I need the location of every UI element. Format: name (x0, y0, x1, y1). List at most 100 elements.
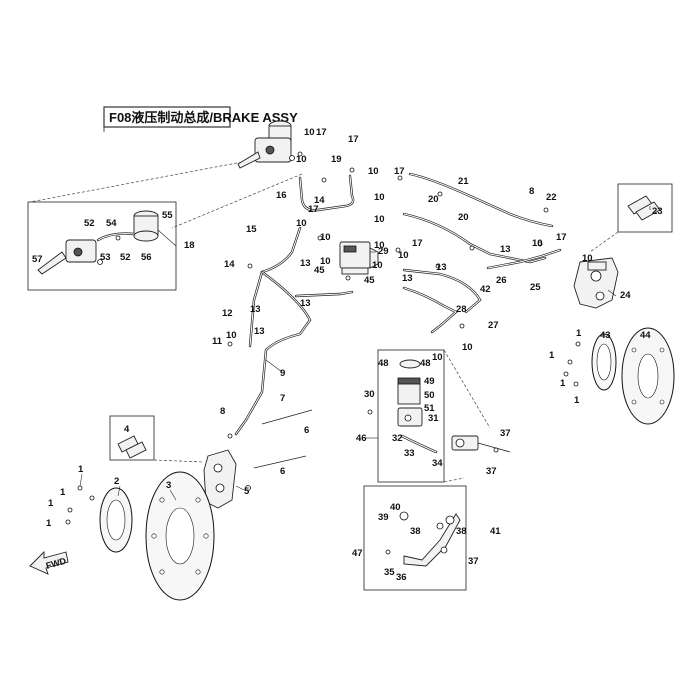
forward-direction-arrow: FWD (29, 550, 69, 575)
callout-14: 14 (224, 259, 235, 270)
callout-13: 13 (254, 326, 265, 337)
callout-17: 17 (556, 232, 567, 243)
callout-10: 10 (398, 250, 409, 261)
callout-38: 38 (456, 526, 467, 537)
callout-34: 34 (432, 458, 443, 469)
callout-36: 36 (396, 572, 407, 583)
callout-13: 13 (300, 258, 311, 269)
callout-1: 1 (549, 350, 555, 361)
callout-42: 42 (480, 284, 491, 295)
callout-23: 23 (652, 206, 663, 217)
callout-1: 1 (60, 487, 66, 498)
callout-1: 1 (46, 518, 52, 529)
rear-caliper (573, 257, 619, 309)
callout-10: 10 (296, 154, 307, 165)
callout-10: 10 (320, 232, 331, 243)
inset-frame-pads (109, 415, 155, 461)
callout-48: 48 (378, 358, 389, 369)
callout-29: 29 (378, 246, 389, 257)
callout-17: 17 (412, 238, 423, 249)
callout-41: 41 (490, 526, 501, 537)
callout-39: 39 (378, 512, 389, 523)
callout-10: 10 (374, 240, 385, 251)
callout-37: 37 (500, 428, 511, 439)
callout-17: 17 (308, 204, 319, 215)
callout-47: 47 (352, 548, 363, 559)
callout-10: 10 (320, 256, 331, 267)
rear-master-cylinder (451, 435, 511, 453)
callout-46: 46 (356, 433, 367, 444)
callout-52: 52 (120, 252, 131, 263)
callout-43: 43 (600, 330, 611, 341)
front-brake-disc (99, 471, 215, 601)
front-pads-inset (109, 415, 205, 463)
callout-13: 13 (402, 273, 413, 284)
callout-28: 28 (456, 304, 467, 315)
callout-50: 50 (424, 390, 435, 401)
callout-30: 30 (364, 389, 375, 400)
abs-module (339, 241, 379, 275)
callout-17: 17 (316, 127, 327, 138)
callout-3: 3 (166, 480, 171, 491)
rear-master-cylinder-inset (367, 349, 491, 483)
callout-13: 13 (300, 298, 311, 309)
callout-13: 13 (250, 304, 261, 315)
callout-54: 54 (106, 218, 117, 229)
callout-45: 45 (314, 265, 325, 276)
callout-33: 33 (404, 448, 415, 459)
callout-5: 5 (244, 486, 250, 497)
callout-8: 8 (220, 406, 225, 417)
callout-55: 55 (162, 210, 173, 221)
callout-15: 15 (246, 224, 257, 235)
callout-10: 10 (374, 214, 385, 225)
callout-4: 4 (124, 424, 130, 435)
inset-frame-pedal (363, 485, 467, 591)
callout-18: 18 (184, 240, 195, 251)
callout-17: 17 (348, 134, 359, 145)
brake-lever (37, 251, 67, 275)
callout-13: 13 (500, 244, 511, 255)
callout-14: 14 (314, 195, 325, 206)
fasteners (65, 151, 581, 525)
callout-49: 49 (424, 376, 435, 387)
callout-51: 51 (424, 403, 435, 414)
callout-40: 40 (390, 502, 401, 513)
callout-48: 48 (420, 358, 431, 369)
callout-32: 32 (392, 433, 403, 444)
inset-frame-right (617, 183, 673, 233)
handlebar-master-cylinder (237, 120, 295, 169)
diagram-title: F08液压制动总成/BRAKE ASSY (109, 110, 298, 125)
callout-21: 21 (458, 176, 469, 187)
callout-22: 22 (546, 192, 557, 203)
front-caliper (203, 409, 313, 509)
callout-10: 10 (304, 127, 315, 138)
callout-31: 31 (428, 413, 439, 424)
callout-20: 20 (458, 212, 469, 223)
callout-10: 10 (582, 253, 593, 264)
callout-12: 12 (222, 308, 233, 319)
brake-hoses (234, 172, 562, 436)
callout-16: 16 (276, 190, 287, 201)
callout-1: 1 (576, 328, 582, 339)
callout-2: 2 (114, 476, 119, 487)
leader-lines (79, 206, 651, 501)
title-frame (103, 106, 231, 128)
inset-frame-center (377, 349, 445, 483)
callout-44: 44 (640, 330, 651, 341)
callout-17: 17 (394, 166, 405, 177)
callout-26: 26 (496, 275, 507, 286)
callout-35: 35 (384, 567, 395, 578)
callout-13: 13 (436, 262, 447, 273)
callout-10: 10 (432, 352, 443, 363)
callout-37: 37 (486, 466, 497, 477)
title-block: F08液压制动总成/BRAKE ASSY (103, 106, 298, 132)
callout-labels: 1 1 1 1 1 1 1 1 2 3 4 5 6 6 7 8 8 9 10 1… (32, 127, 663, 583)
callout-19: 19 (331, 154, 342, 165)
rear-brake-disc (591, 327, 675, 425)
callout-37: 37 (468, 556, 479, 567)
callout-45: 45 (364, 275, 375, 286)
callout-27: 27 (488, 320, 499, 331)
callout-1: 1 (560, 378, 566, 389)
callout-6: 6 (280, 466, 285, 477)
